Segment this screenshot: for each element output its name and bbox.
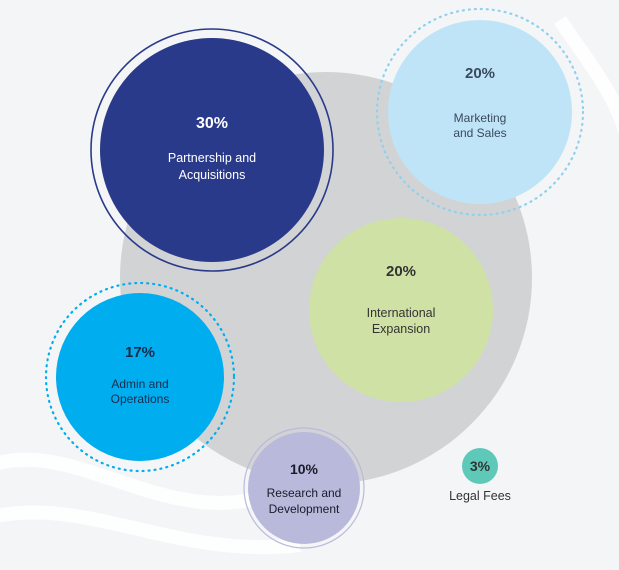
bubble-legal: 3% Legal Fees — [449, 448, 511, 503]
bubble-circle — [100, 38, 324, 262]
bubble-category-label: Partnership and — [168, 151, 256, 165]
bubble-category-label: Admin and — [111, 377, 168, 391]
bubble-category-label: Acquisitions — [179, 168, 246, 182]
bubble-percent-label: 10% — [290, 461, 319, 477]
bubble-circle — [248, 432, 360, 544]
bubble-percent-label: 17% — [125, 344, 155, 361]
swirl-line — [0, 505, 301, 555]
background-swirls — [0, 16, 619, 555]
swirl-line — [0, 452, 252, 510]
bubble-percent-label: 20% — [386, 263, 416, 280]
bubble-percent-label: 3% — [470, 458, 491, 474]
swirl-line — [554, 16, 619, 136]
bubble-dotted-ring — [375, 7, 585, 217]
bubble-category-label: and Sales — [453, 126, 506, 140]
bubble-circle — [388, 20, 572, 204]
bubble-category-label: Marketing — [454, 111, 507, 125]
bubble-outline-ring — [243, 427, 365, 549]
bubble-outline-ring — [90, 28, 334, 272]
bubble-category-label: Research and — [267, 486, 342, 500]
bubble-category-label: Legal Fees — [449, 489, 511, 503]
bubble-category-label: International — [367, 306, 436, 320]
bubble-category-label: Development — [269, 502, 340, 516]
bubble-dotted-ring — [44, 281, 236, 473]
bubble-percent-label: 20% — [465, 65, 495, 82]
bubble-circle — [56, 293, 224, 461]
bubble-circle — [462, 448, 498, 484]
bubble-percent-label: 30% — [196, 115, 228, 132]
bubble-circle — [309, 218, 493, 402]
bubble-category-label: Expansion — [372, 322, 430, 336]
bubble-category-label: Operations — [111, 392, 170, 406]
